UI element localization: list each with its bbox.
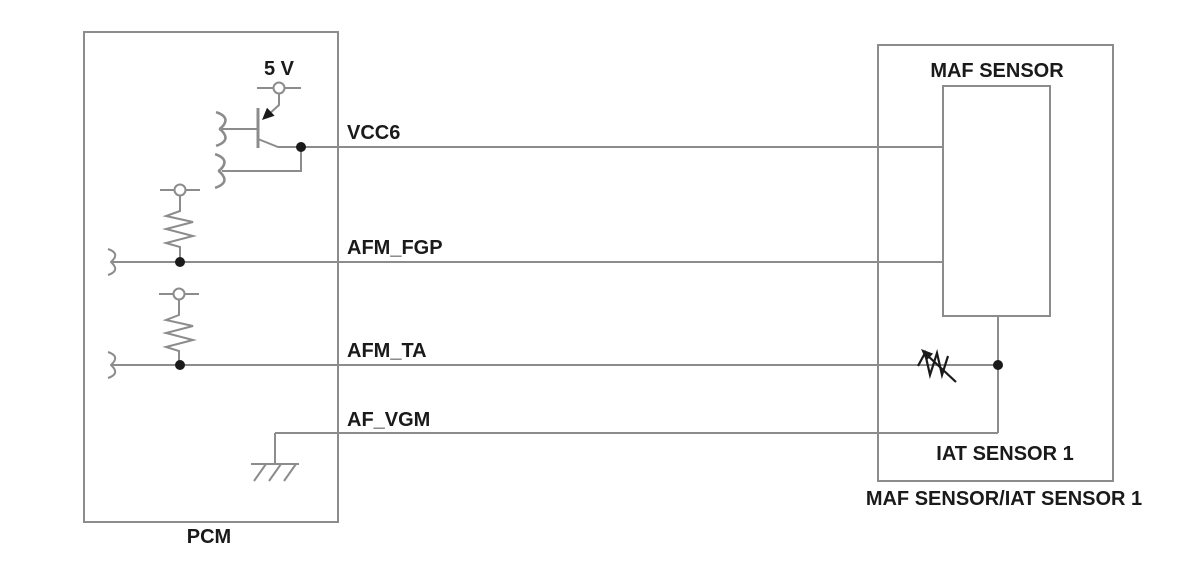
circuit-black-details [175,107,1003,370]
junction-dot [175,257,185,267]
supply-voltage-label: 5 V [264,58,295,80]
maf-sensor-box [942,85,1051,317]
signal-label-af-vgm: AF_VGM [347,409,430,431]
transistor-feedback-wire [222,147,302,172]
junction-dot [175,360,185,370]
wire-break-icon [215,110,227,148]
signal-label-vcc6: VCC6 [347,122,400,144]
circuit-linework [83,31,1114,523]
pullup-resistor-icon [160,183,200,262]
pullup-resistor-icon [159,287,199,365]
wire-break-icon [107,351,117,379]
pcm-label: PCM [187,526,231,548]
transistor-collector-wire [257,138,301,148]
signal-label-afm-ta: AFM_TA [347,340,427,362]
junction-dot [296,142,306,152]
iat-sensor-label: IAT SENSOR 1 [936,443,1073,465]
labels: 5 V VCC6 AFM_FGP AFM_TA AF_VGM PCM MAF S… [187,58,1142,548]
transistor-emitter-arrowhead-icon [262,107,275,120]
supply-terminal-icon [257,81,301,95]
junction-dot [993,360,1003,370]
thermistor-icon [917,348,957,383]
wire-break-icon [107,248,117,276]
assembly-label: MAF SENSOR/IAT SENSOR 1 [866,488,1142,510]
thermistor-arrow-shaft [926,354,957,383]
maf-sensor-label: MAF SENSOR [930,60,1064,82]
ground-icon [251,433,299,482]
transistor-emitter-wire [267,93,280,116]
pcm-box [83,31,339,523]
thermistor-zigzag [917,348,950,380]
thermistor-arrowhead-icon [921,349,934,361]
wire-break-icon [214,152,226,190]
transistor-icon [256,93,301,148]
signal-label-afm-fgp: AFM_FGP [347,237,443,259]
